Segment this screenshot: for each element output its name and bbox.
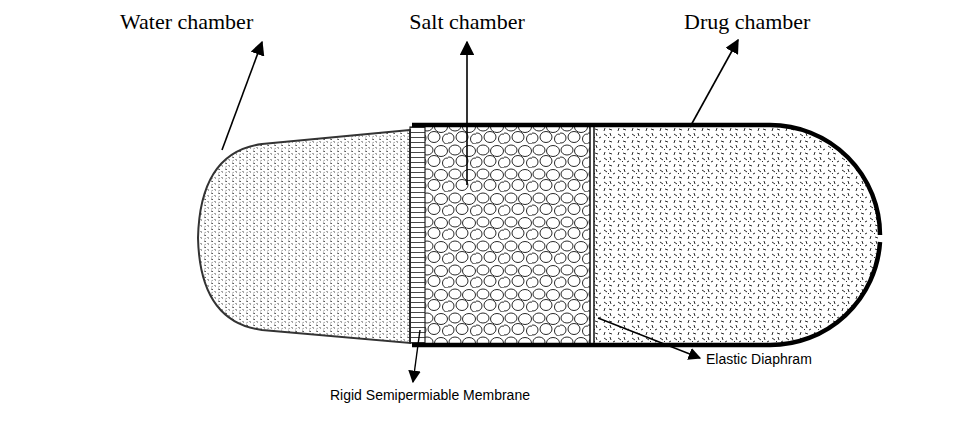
leader-arrow <box>413 330 420 382</box>
leader-arrow <box>222 42 262 150</box>
part-label: Elastic Diaphram <box>706 352 812 367</box>
part-label: Rigid Semipermiable Membrane <box>330 388 530 403</box>
salt-chamber <box>425 125 590 345</box>
elastic-diaphragm <box>590 126 594 344</box>
drug-chamber <box>594 125 880 345</box>
leader-arrow <box>690 40 738 127</box>
leader-arrow <box>466 42 468 185</box>
semipermeable-membrane <box>410 127 425 343</box>
capsule-outline <box>412 125 880 345</box>
chamber-label: Salt chamber <box>409 10 524 34</box>
water-chamber <box>198 130 410 343</box>
chamber-label: Drug chamber <box>684 10 810 34</box>
chamber-label: Water chamber <box>120 10 253 34</box>
leader-arrow <box>598 318 700 358</box>
